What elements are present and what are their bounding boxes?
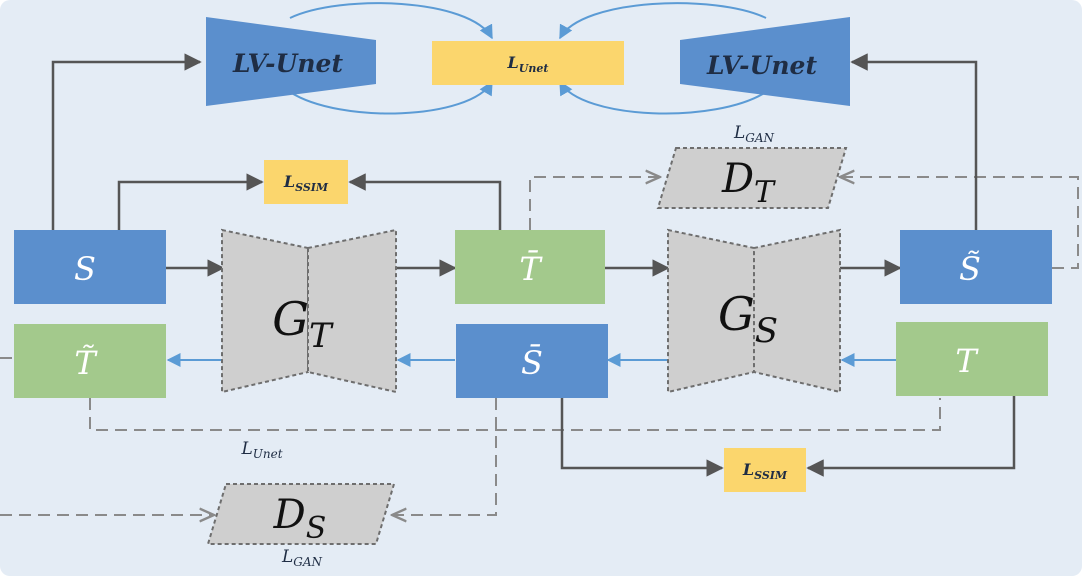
svg-text:LUnet: LUnet: [507, 53, 549, 75]
lv-unet-right-prefix: LV-: [706, 51, 750, 80]
discriminator-dt-sub: T: [754, 175, 776, 210]
svg-text:DS: DS: [273, 492, 327, 546]
lv-unet-left-prefix: LV-: [232, 49, 276, 78]
generator-gs-sub: S: [755, 311, 778, 351]
discriminator-dt: DT: [656, 147, 848, 210]
loss-ssim-top-sub: SSIM: [295, 181, 329, 194]
loss-ssim-top: LSSIM: [264, 160, 348, 204]
loss-gan-top-sub: GAN: [745, 131, 774, 145]
dashed-lines: [0, 177, 1079, 515]
dark-arrows: [51, 53, 1016, 477]
unet-loop-arrows: [289, 2, 767, 115]
discriminator-ds: DS: [206, 483, 396, 546]
box-t-tilde-label: T̃: [74, 344, 98, 382]
svg-text:LV-Unet: LV-Unet: [706, 51, 817, 80]
loss-unet-top-main: L: [507, 53, 519, 72]
loss-ssim-top-main: L: [283, 172, 295, 191]
box-s-bar-label: S̄: [521, 344, 543, 382]
box-s-tilde-label: S̃: [959, 250, 981, 288]
generator-gt-sub: T: [309, 316, 334, 356]
box-s: S: [14, 230, 166, 304]
discriminator-ds-main: D: [273, 492, 306, 538]
generator-gs-main: G: [718, 287, 755, 341]
loss-unet-bottom-main: L: [240, 439, 252, 459]
loss-gan-bottom-sub: GAN: [293, 555, 322, 569]
loss-gan-top: LGAN: [733, 123, 775, 145]
loss-ssim-bottom-sub: SSIM: [754, 469, 788, 482]
loss-gan-bottom: LGAN: [281, 547, 323, 569]
lv-unet-left: LV-Unet: [206, 17, 376, 106]
loss-gan-top-main: L: [733, 123, 745, 143]
loss-unet-top-sub: Unet: [519, 62, 549, 75]
box-t-bar-label: T̄: [519, 250, 543, 288]
loss-gan-bottom-main: L: [281, 547, 293, 567]
loss-ssim-bottom: LSSIM: [724, 448, 806, 492]
box-s-tilde: S̃: [900, 230, 1052, 304]
box-s-bar: S̄: [456, 324, 608, 398]
box-t: T: [896, 322, 1048, 396]
lv-unet-right-name: Unet: [750, 51, 818, 80]
loss-unet-top: LUnet: [432, 41, 624, 85]
loss-ssim-bottom-main: L: [742, 460, 754, 479]
discriminator-ds-sub: S: [306, 511, 327, 546]
svg-text:GT: GT: [272, 292, 334, 356]
box-t-label: T: [955, 342, 979, 380]
box-s-label: S: [74, 250, 96, 288]
svg-text:LSSIM: LSSIM: [742, 460, 788, 482]
generator-gt-main: G: [272, 292, 309, 346]
box-t-tilde: T̃: [14, 324, 166, 398]
lv-unet-left-name: Unet: [276, 49, 344, 78]
discriminator-dt-main: D: [721, 156, 754, 202]
svg-text:LSSIM: LSSIM: [283, 172, 329, 194]
generator-gt: GT: [221, 228, 397, 394]
svg-text:LV-Unet: LV-Unet: [232, 49, 343, 78]
loss-unet-bottom: LUnet: [240, 439, 282, 461]
loss-unet-bottom-sub: Unet: [253, 447, 283, 461]
svg-text:GS: GS: [718, 287, 778, 351]
generator-gs: GS: [667, 228, 841, 394]
svg-text:DT: DT: [721, 156, 776, 210]
lv-unet-right: LV-Unet: [680, 17, 850, 106]
box-t-bar: T̄: [455, 230, 605, 304]
